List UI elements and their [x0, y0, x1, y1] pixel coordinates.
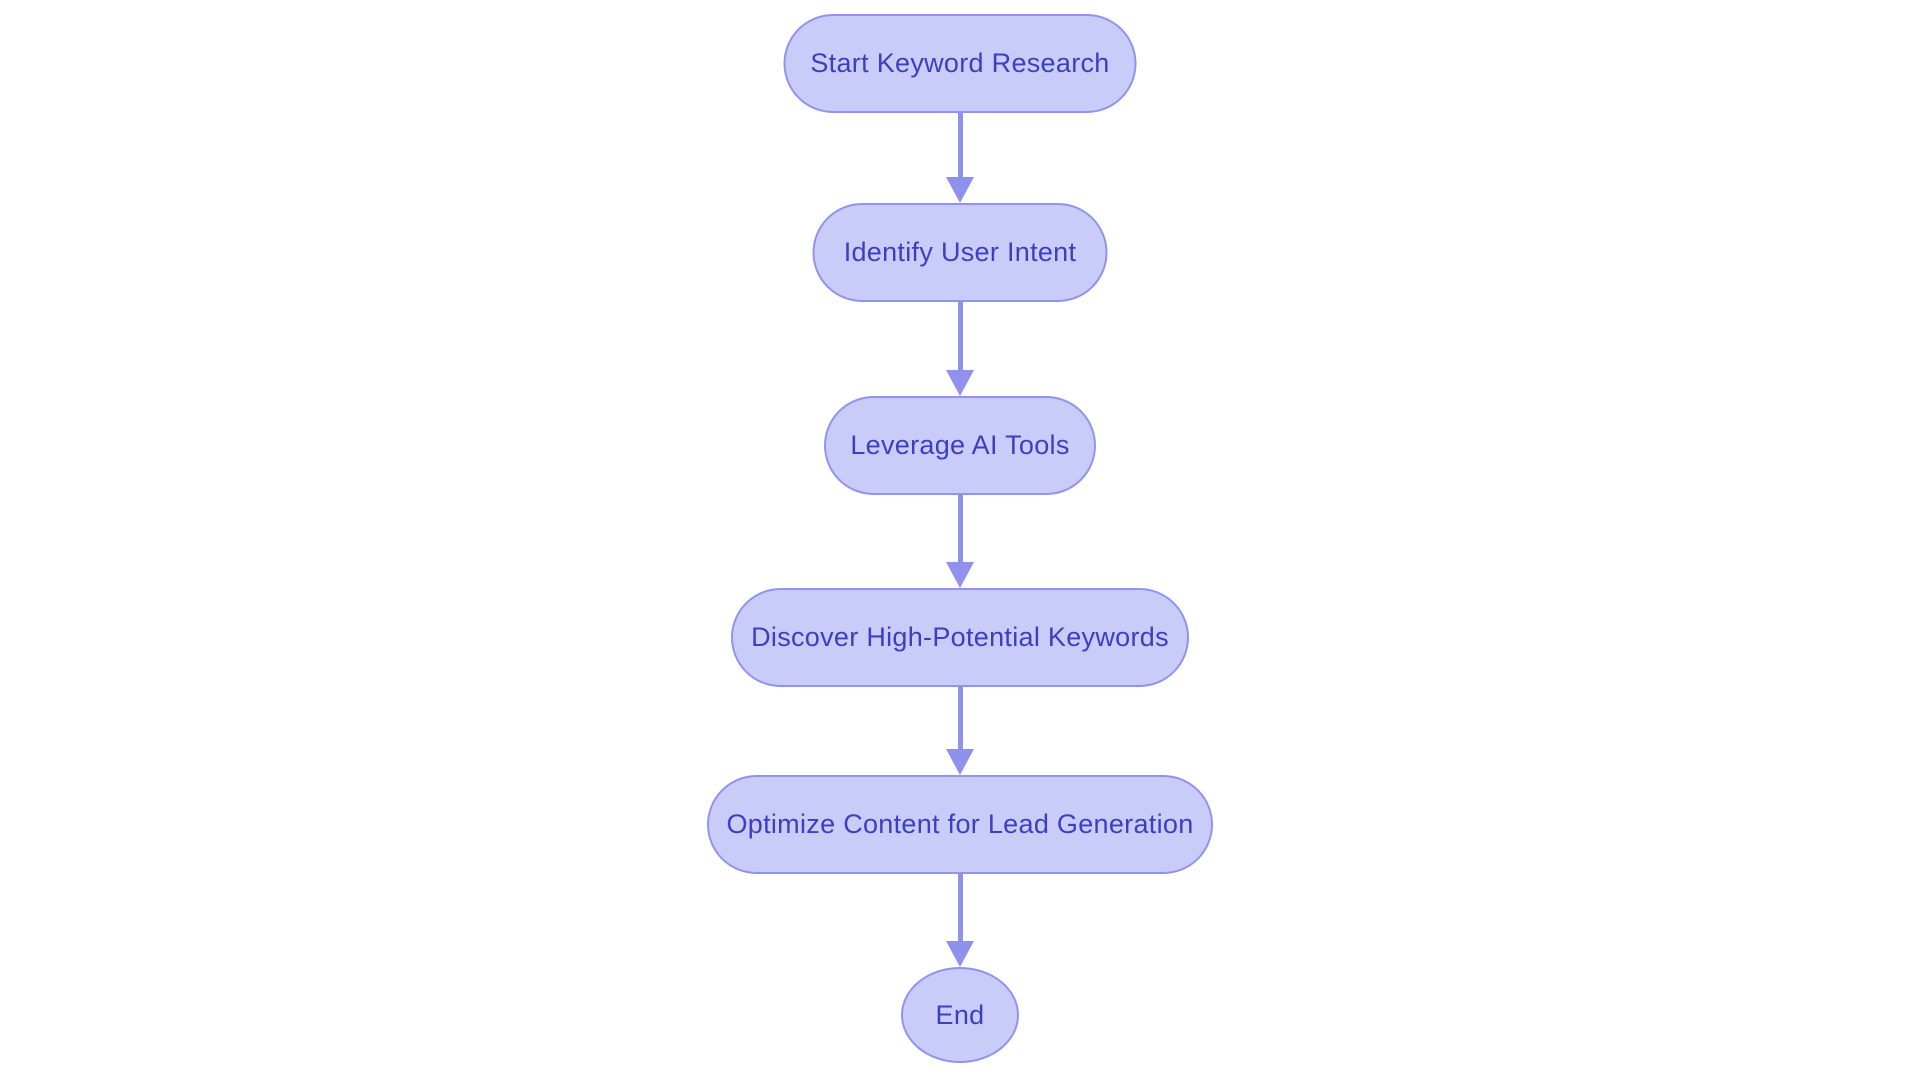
flow-node-end: End	[901, 967, 1019, 1063]
arrow-stem	[957, 113, 963, 177]
arrow-down-icon	[946, 941, 974, 967]
flow-node-leverage-ai-tools-label: Leverage AI Tools	[850, 430, 1070, 460]
arrow-down-icon	[946, 749, 974, 775]
flow-arrow-intent-to-ai-tools	[946, 302, 974, 396]
flow-arrow-keywords-to-optimize	[946, 687, 974, 775]
flow-node-start: Start Keyword Research	[783, 14, 1137, 113]
flow-node-identify-user-intent-label: Identify User Intent	[843, 237, 1077, 267]
flow-node-discover-keywords: Discover High-Potential Keywords	[731, 588, 1189, 687]
flow-node-end-label: End	[935, 999, 985, 1030]
flow-arrow-optimize-to-end	[946, 874, 974, 967]
arrow-stem	[957, 874, 963, 941]
arrow-down-icon	[946, 370, 974, 396]
flow-node-identify-user-intent: Identify User Intent	[812, 203, 1108, 302]
arrow-stem	[957, 302, 963, 370]
flow-node-optimize-content-label: Optimize Content for Lead Generation	[726, 809, 1194, 839]
arrow-down-icon	[946, 562, 974, 588]
arrow-stem	[957, 687, 963, 749]
flow-node-discover-keywords-label: Discover High-Potential Keywords	[751, 622, 1169, 652]
flow-node-leverage-ai-tools: Leverage AI Tools	[824, 396, 1096, 495]
arrow-stem	[957, 495, 963, 562]
arrow-down-icon	[946, 177, 974, 203]
flow-node-optimize-content: Optimize Content for Lead Generation	[707, 775, 1213, 874]
flow-node-start-label: Start Keyword Research	[810, 48, 1110, 78]
flow-arrow-start-to-intent	[946, 113, 974, 203]
flow-arrow-ai-tools-to-keywords	[946, 495, 974, 588]
